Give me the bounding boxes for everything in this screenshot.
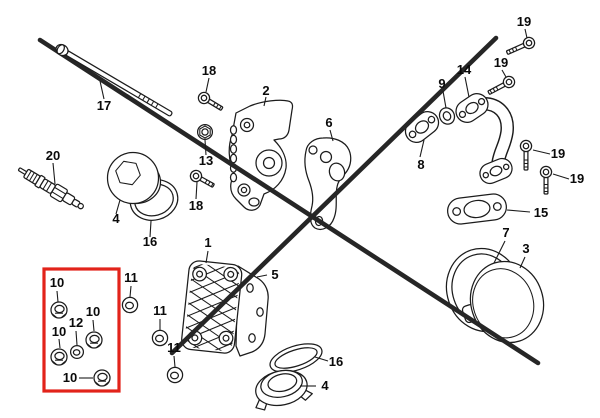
callout-19-3: 19 <box>551 146 565 161</box>
cross-out-line-2 <box>169 35 499 356</box>
callout-4-lower: 4 <box>321 378 329 393</box>
leader-3 <box>519 256 526 269</box>
leader-10-1 <box>56 290 59 303</box>
leader-17 <box>99 80 105 100</box>
callout-9: 9 <box>438 76 445 91</box>
part-cylinder-head <box>181 260 243 354</box>
part-cam-bracket <box>228 99 294 211</box>
part-washer-9 <box>438 107 456 125</box>
callout-2: 2 <box>262 83 269 98</box>
callout-11-2: 11 <box>153 303 167 318</box>
leader-18-top <box>205 77 210 93</box>
leader-11-3 <box>173 355 176 368</box>
leader-19-4 <box>552 173 570 180</box>
callout-19-1: 19 <box>517 14 531 29</box>
leader-7 <box>493 240 506 264</box>
cross-out-line-1 <box>37 37 541 366</box>
callout-14: 14 <box>457 62 472 77</box>
part-stud-17 <box>55 43 173 117</box>
part-exhaust-gasket <box>446 193 508 225</box>
callout-labels: 17 18 13 18 2 20 4 16 6 9 14 19 19 19 19… <box>46 14 584 393</box>
callout-15: 15 <box>534 205 548 220</box>
part-cap-nut-10-1 <box>50 301 68 319</box>
leader-8 <box>419 139 425 158</box>
part-cap-nut-10-3 <box>50 348 68 366</box>
leader-9 <box>442 90 447 109</box>
part-bolt-19-2 <box>487 75 516 95</box>
callout-10-4: 10 <box>63 370 77 385</box>
callout-18-top: 18 <box>202 63 216 78</box>
leader-5 <box>256 274 268 278</box>
part-bracket-plate <box>304 137 352 231</box>
hex-socket <box>115 160 141 186</box>
callout-10-2: 10 <box>86 304 100 319</box>
leader-1 <box>205 250 209 264</box>
part-cap-nut-10-4 <box>93 369 111 387</box>
callout-18-lower: 18 <box>189 198 203 213</box>
callout-5: 5 <box>271 267 278 282</box>
part-inlet-flange <box>404 111 440 143</box>
leader-13 <box>204 139 207 156</box>
leader-11-1 <box>129 285 132 298</box>
callout-10-3: 10 <box>52 324 66 339</box>
callout-11-1: 11 <box>124 270 138 285</box>
part-washer-11-3 <box>166 366 184 384</box>
part-head-side-cover <box>235 265 269 357</box>
callout-19-2: 19 <box>494 55 508 70</box>
leader-12 <box>75 330 78 346</box>
callout-4-upper: 4 <box>112 211 120 226</box>
part-bolt-18-top <box>197 91 224 111</box>
callout-7: 7 <box>502 225 509 240</box>
callout-13: 13 <box>199 153 213 168</box>
elbow-top-flange <box>455 93 489 123</box>
part-nut-13 <box>196 123 214 141</box>
callout-17: 17 <box>97 98 111 113</box>
callout-8: 8 <box>417 157 424 172</box>
leader-20 <box>52 162 56 185</box>
leader-18-lower <box>195 181 198 200</box>
part-bolt-19-3 <box>519 139 533 171</box>
callout-19-4: 19 <box>570 171 584 186</box>
leader-15 <box>506 209 531 213</box>
part-washer-11-1 <box>121 296 139 314</box>
part-washer-11-2 <box>151 329 169 347</box>
part-bolt-19-1 <box>505 36 536 55</box>
part-cap-nut-10-2 <box>85 331 103 349</box>
callout-11-3: 11 <box>167 340 181 355</box>
callout-16-upper: 16 <box>143 234 157 249</box>
callout-12: 12 <box>69 315 83 330</box>
leader-4-upper <box>115 199 121 215</box>
leader-10-3 <box>58 338 61 349</box>
callout-10-1: 10 <box>50 275 64 290</box>
highlight-box <box>42 267 121 393</box>
part-bolt-18-lower <box>189 169 215 188</box>
leader-2 <box>263 96 267 107</box>
part-spark-plug <box>17 167 84 210</box>
leader-6 <box>329 129 334 142</box>
callout-6: 6 <box>325 115 332 130</box>
callout-16-lower: 16 <box>329 354 343 369</box>
leader-19-3 <box>532 149 551 155</box>
elbow-bottom-flange <box>479 157 513 185</box>
part-bolt-19-4 <box>539 165 553 195</box>
leader-16-upper <box>149 220 152 238</box>
leader-10-2 <box>92 319 95 332</box>
callout-20: 20 <box>46 148 60 163</box>
part-washer-12 <box>69 344 85 360</box>
callout-3: 3 <box>522 241 529 256</box>
leader-16-lower <box>314 356 329 362</box>
leader-19-1 <box>524 28 528 39</box>
part-tappet-cover-lower <box>255 369 313 411</box>
callout-1: 1 <box>204 235 211 250</box>
leader-14 <box>464 76 470 98</box>
part-tappet-cover-upper <box>106 151 162 205</box>
part-oring-lower <box>269 343 323 373</box>
leader-19-2 <box>501 69 507 78</box>
leader-lines <box>52 28 570 387</box>
part-exhaust-elbow <box>455 93 514 185</box>
